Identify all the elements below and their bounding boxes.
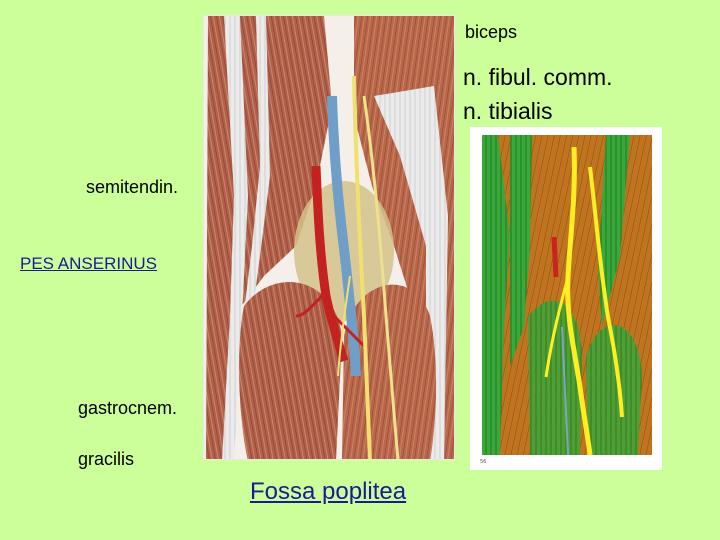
fossa-poplitea-title-link[interactable]: Fossa poplitea (250, 478, 407, 505)
label-n-fibul-comm: n. fibul. comm. (463, 64, 613, 90)
pes-anserinus-link[interactable]: PES ANSERINUS (20, 254, 157, 273)
label-gastrocnem: gastrocnem. (78, 398, 178, 418)
label-gracilis: gracilis (78, 449, 135, 469)
popliteal-fossa-illustration (203, 15, 455, 460)
svg-text:56: 56 (480, 459, 486, 465)
label-biceps: biceps (465, 22, 518, 42)
popliteal-detail-illustration: 56 (470, 127, 662, 470)
label-n-tibialis: n. tibialis (463, 98, 553, 124)
label-semitendin: semitendin. (86, 177, 179, 197)
